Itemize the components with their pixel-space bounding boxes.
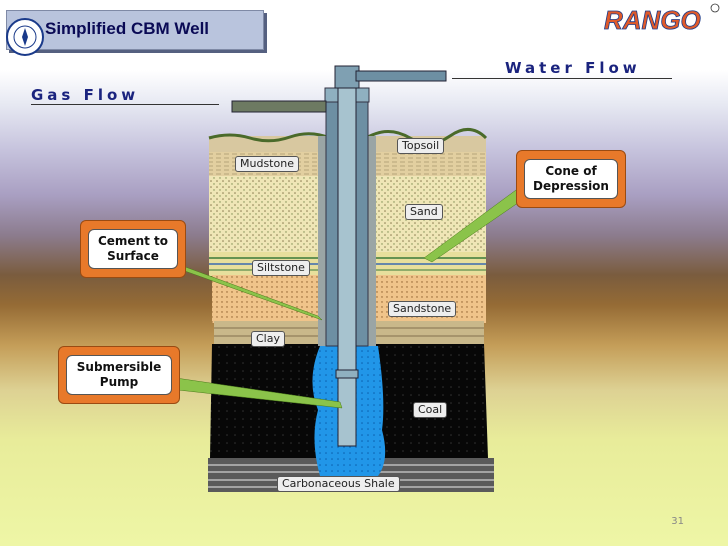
gas-flow-rule [31,104,219,105]
sand-label: Sand [405,204,443,220]
rango-logo: RANGO [604,3,720,35]
cement-sheath [318,136,326,346]
gas-flow-label: Gas Flow [31,86,140,104]
siltstone-label: Siltstone [252,260,310,276]
seal-icon [6,18,44,56]
pump-callout: Submersible Pump [58,346,180,404]
topsoil-label: Topsoil [397,138,445,154]
pump-callout-text: Submersible Pump [66,355,172,395]
tubing [337,65,357,447]
cone-callout: Cone of Depression [516,150,626,208]
cement-callout-text: Cement to Surface [88,229,178,269]
sandstone-label: Sandstone [388,301,457,317]
title-box: Simplified CBM Well [6,10,264,56]
page-number: 31 [671,516,684,527]
cone-callout-text: Cone of Depression [524,159,618,199]
water-outlet-pipe [355,70,447,82]
logo-text: RANGO [604,5,701,35]
clay-label: Clay [251,331,285,347]
shale-label: Carbonaceous Shale [277,476,400,492]
water-flow-rule [452,78,672,79]
mudstone-label: Mudstone [235,156,299,172]
page-title: Simplified CBM Well [45,19,210,38]
water-flow-label: Water Flow [505,59,641,77]
cement-callout: Cement to Surface [80,220,186,278]
coal-label: Coal [413,402,448,418]
gas-outlet-pipe [231,100,327,113]
